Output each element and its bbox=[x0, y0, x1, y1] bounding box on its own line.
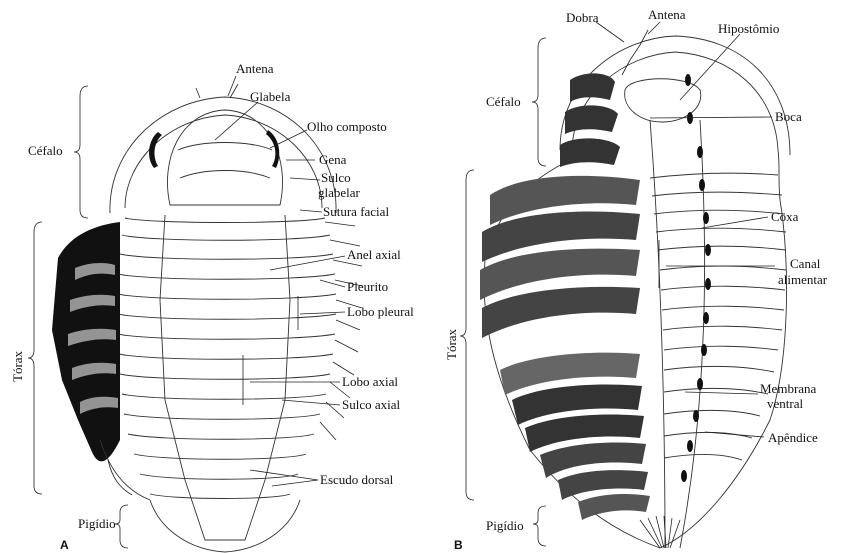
b-label-dobra: Dobra bbox=[566, 10, 599, 25]
a-compound-eye-right bbox=[266, 130, 279, 168]
a-label-lobo-pleural: Lobo pleural bbox=[347, 304, 414, 319]
a-label-pigidio: Pigídio bbox=[78, 516, 116, 531]
a-label-antena: Antena bbox=[236, 61, 274, 76]
a-antenna-right bbox=[230, 84, 238, 98]
a-label-gena: Gena bbox=[319, 152, 347, 167]
a-label-glabelar: glabelar bbox=[318, 185, 361, 200]
b-pigidio-bracket bbox=[533, 506, 546, 546]
a-axial-lobe bbox=[160, 215, 290, 540]
a-shaded-appendages bbox=[52, 222, 120, 461]
a-label-escudo-dorsal: Escudo dorsal bbox=[320, 472, 394, 487]
a-compound-eye-left bbox=[149, 132, 162, 168]
a-label-torax: Tórax bbox=[10, 350, 25, 382]
b-thoracic-segments bbox=[650, 173, 786, 460]
a-torax-bracket bbox=[28, 222, 42, 494]
b-axis bbox=[650, 120, 665, 548]
b-label-antena: Antena bbox=[648, 7, 686, 22]
figure-a-dorsal-view: Antena Glabela Olho composto Gena Sulco … bbox=[10, 61, 414, 552]
b-label-membrana: Membrana bbox=[760, 381, 817, 396]
a-label-pleurito: Pleurito bbox=[347, 279, 388, 294]
b-appendage-marks bbox=[681, 74, 711, 482]
a-label-olho-composto: Olho composto bbox=[307, 119, 387, 134]
a-pigidio-bracket bbox=[115, 505, 128, 548]
b-pygidium bbox=[640, 516, 680, 548]
b-panel-letter: B bbox=[454, 538, 463, 552]
a-cephalon-outline bbox=[110, 97, 336, 213]
a-cefalo-bracket bbox=[74, 86, 88, 218]
b-label-torax: Tórax bbox=[444, 328, 459, 360]
b-torax-bracket bbox=[460, 170, 474, 500]
b-shaded-appendages bbox=[480, 73, 650, 520]
b-label-coxa: Coxa bbox=[771, 209, 799, 224]
a-antenna-left bbox=[196, 88, 200, 98]
figure-b-ventral-view: Dobra Antena Hipostômio Boca Coxa Canal … bbox=[444, 7, 828, 552]
b-antenna bbox=[622, 30, 648, 75]
b-label-ventral: ventral bbox=[767, 396, 803, 411]
b-label-apendice: Apêndice bbox=[768, 430, 818, 445]
a-label-sutura-facial: Sutura facial bbox=[323, 204, 389, 219]
a-label-sulco: Sulco bbox=[321, 170, 351, 185]
b-label-canal: Canal bbox=[790, 256, 821, 271]
b-label-pigidio: Pigídio bbox=[486, 518, 524, 533]
a-thoracic-segments bbox=[118, 218, 336, 499]
a-leader-lines bbox=[215, 76, 345, 486]
a-label-glabela: Glabela bbox=[250, 89, 291, 104]
a-label-sulco-axial: Sulco axial bbox=[342, 397, 401, 412]
a-pygidium bbox=[150, 500, 300, 552]
a-label-cefalo: Céfalo bbox=[28, 143, 63, 158]
a-label-lobo-axial: Lobo axial bbox=[342, 374, 398, 389]
a-panel-letter: A bbox=[60, 538, 69, 552]
b-label-hipostomio: Hipostômio bbox=[718, 21, 779, 36]
b-label-alimentar: alimentar bbox=[778, 272, 828, 287]
a-label-anel-axial: Anel axial bbox=[347, 247, 401, 262]
b-label-boca: Boca bbox=[775, 109, 802, 124]
b-label-cefalo: Céfalo bbox=[486, 94, 521, 109]
b-cefalo-bracket bbox=[532, 38, 546, 166]
